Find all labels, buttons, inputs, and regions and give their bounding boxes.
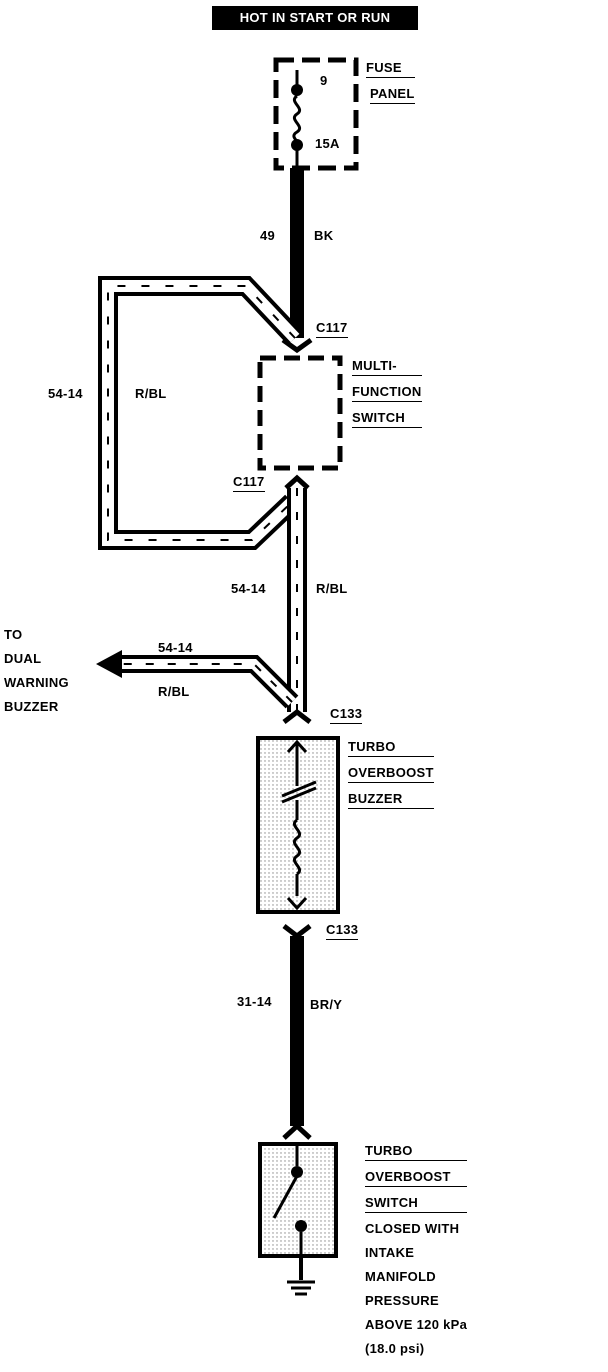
connector-c117-bottom-shape: [284, 474, 310, 490]
fuse-rating: 15A: [315, 136, 340, 151]
fuse-panel-label-line2: PANEL: [370, 86, 415, 104]
dual-warning-line3: WARNING: [4, 675, 69, 690]
buzzer-element-icon: [281, 739, 317, 911]
switch-element-icon: [272, 1144, 307, 1256]
turbo-switch-label: TURBO OVERBOOST SWITCH CLOSED WITH INTAK…: [365, 1143, 468, 1365]
connector-c117-bottom: C117: [233, 474, 265, 492]
connector-c133-bottom: C133: [326, 922, 359, 940]
turbo-switch-line6: MANIFOLD: [365, 1269, 436, 1284]
wire-49-bk: [290, 168, 304, 338]
arrow-left-icon: [96, 650, 122, 678]
mfs-line1: MULTI-: [352, 358, 422, 376]
diagram-title: HOT IN START OR RUN: [212, 6, 418, 30]
mfs-line3: SWITCH: [352, 410, 422, 428]
wire-54-14-branch: [96, 650, 299, 709]
turbo-switch-line3: SWITCH: [365, 1195, 468, 1213]
turbo-buzzer-label: TURBO OVERBOOST BUZZER: [348, 739, 434, 817]
turbo-switch-line4: CLOSED WITH: [365, 1221, 460, 1236]
connector-c117-top: C117: [316, 320, 348, 338]
fuse-panel-label-line1: FUSE: [366, 60, 415, 78]
turbo-buzzer-line1: TURBO: [348, 739, 434, 757]
dual-warning-label: TO DUAL WARNING BUZZER: [4, 627, 69, 723]
turbo-switch-line2: OVERBOOST: [365, 1169, 468, 1187]
turbo-buzzer-line3: BUZZER: [348, 791, 434, 809]
dual-warning-line2: DUAL: [4, 651, 42, 666]
lower-wire-circuit: 31-14: [237, 994, 272, 1009]
wire-49-color: BK: [314, 228, 334, 243]
turbo-switch-line8: ABOVE 120 kPa: [365, 1317, 468, 1332]
dual-warning-line1: TO: [4, 627, 23, 642]
ground-icon: [287, 1256, 315, 1296]
wire-49-circuit: 49: [260, 228, 276, 243]
loop-wire-color: R/BL: [135, 386, 167, 401]
turbo-switch-line1: TURBO: [365, 1143, 468, 1161]
wire-31-14-bry: [290, 936, 304, 1126]
lower-wire-color: BR/Y: [310, 997, 343, 1012]
dual-warning-line4: BUZZER: [4, 699, 59, 714]
connector-c133-bottom-shape: [282, 924, 312, 940]
multifunction-switch-label: MULTI- FUNCTION SWITCH: [352, 358, 422, 436]
turbo-switch-line9: (18.0 psi): [365, 1341, 425, 1356]
turbo-buzzer-line2: OVERBOOST: [348, 765, 434, 783]
loop-wire-circuit: 54-14: [48, 386, 83, 401]
branch-wire-color: R/BL: [158, 684, 190, 699]
turbo-switch-line5: INTAKE: [365, 1245, 415, 1260]
fuse-number: 9: [320, 73, 328, 88]
connector-c133-top-shape: [282, 708, 312, 724]
mid-wire-color: R/BL: [316, 581, 348, 596]
connector-c133-top: C133: [330, 706, 363, 724]
multifunction-switch-box: [257, 355, 343, 471]
turbo-switch-line7: PRESSURE: [365, 1293, 439, 1308]
wire-54-14-loop: [98, 276, 303, 550]
mfs-line2: FUNCTION: [352, 384, 422, 402]
mid-wire-circuit: 54-14: [231, 581, 266, 596]
fuse-panel-label: FUSE PANEL: [366, 60, 415, 112]
fuse-icon: [291, 70, 303, 168]
branch-wire-circuit: 54-14: [158, 640, 193, 655]
fuse-panel-box: [273, 57, 359, 171]
